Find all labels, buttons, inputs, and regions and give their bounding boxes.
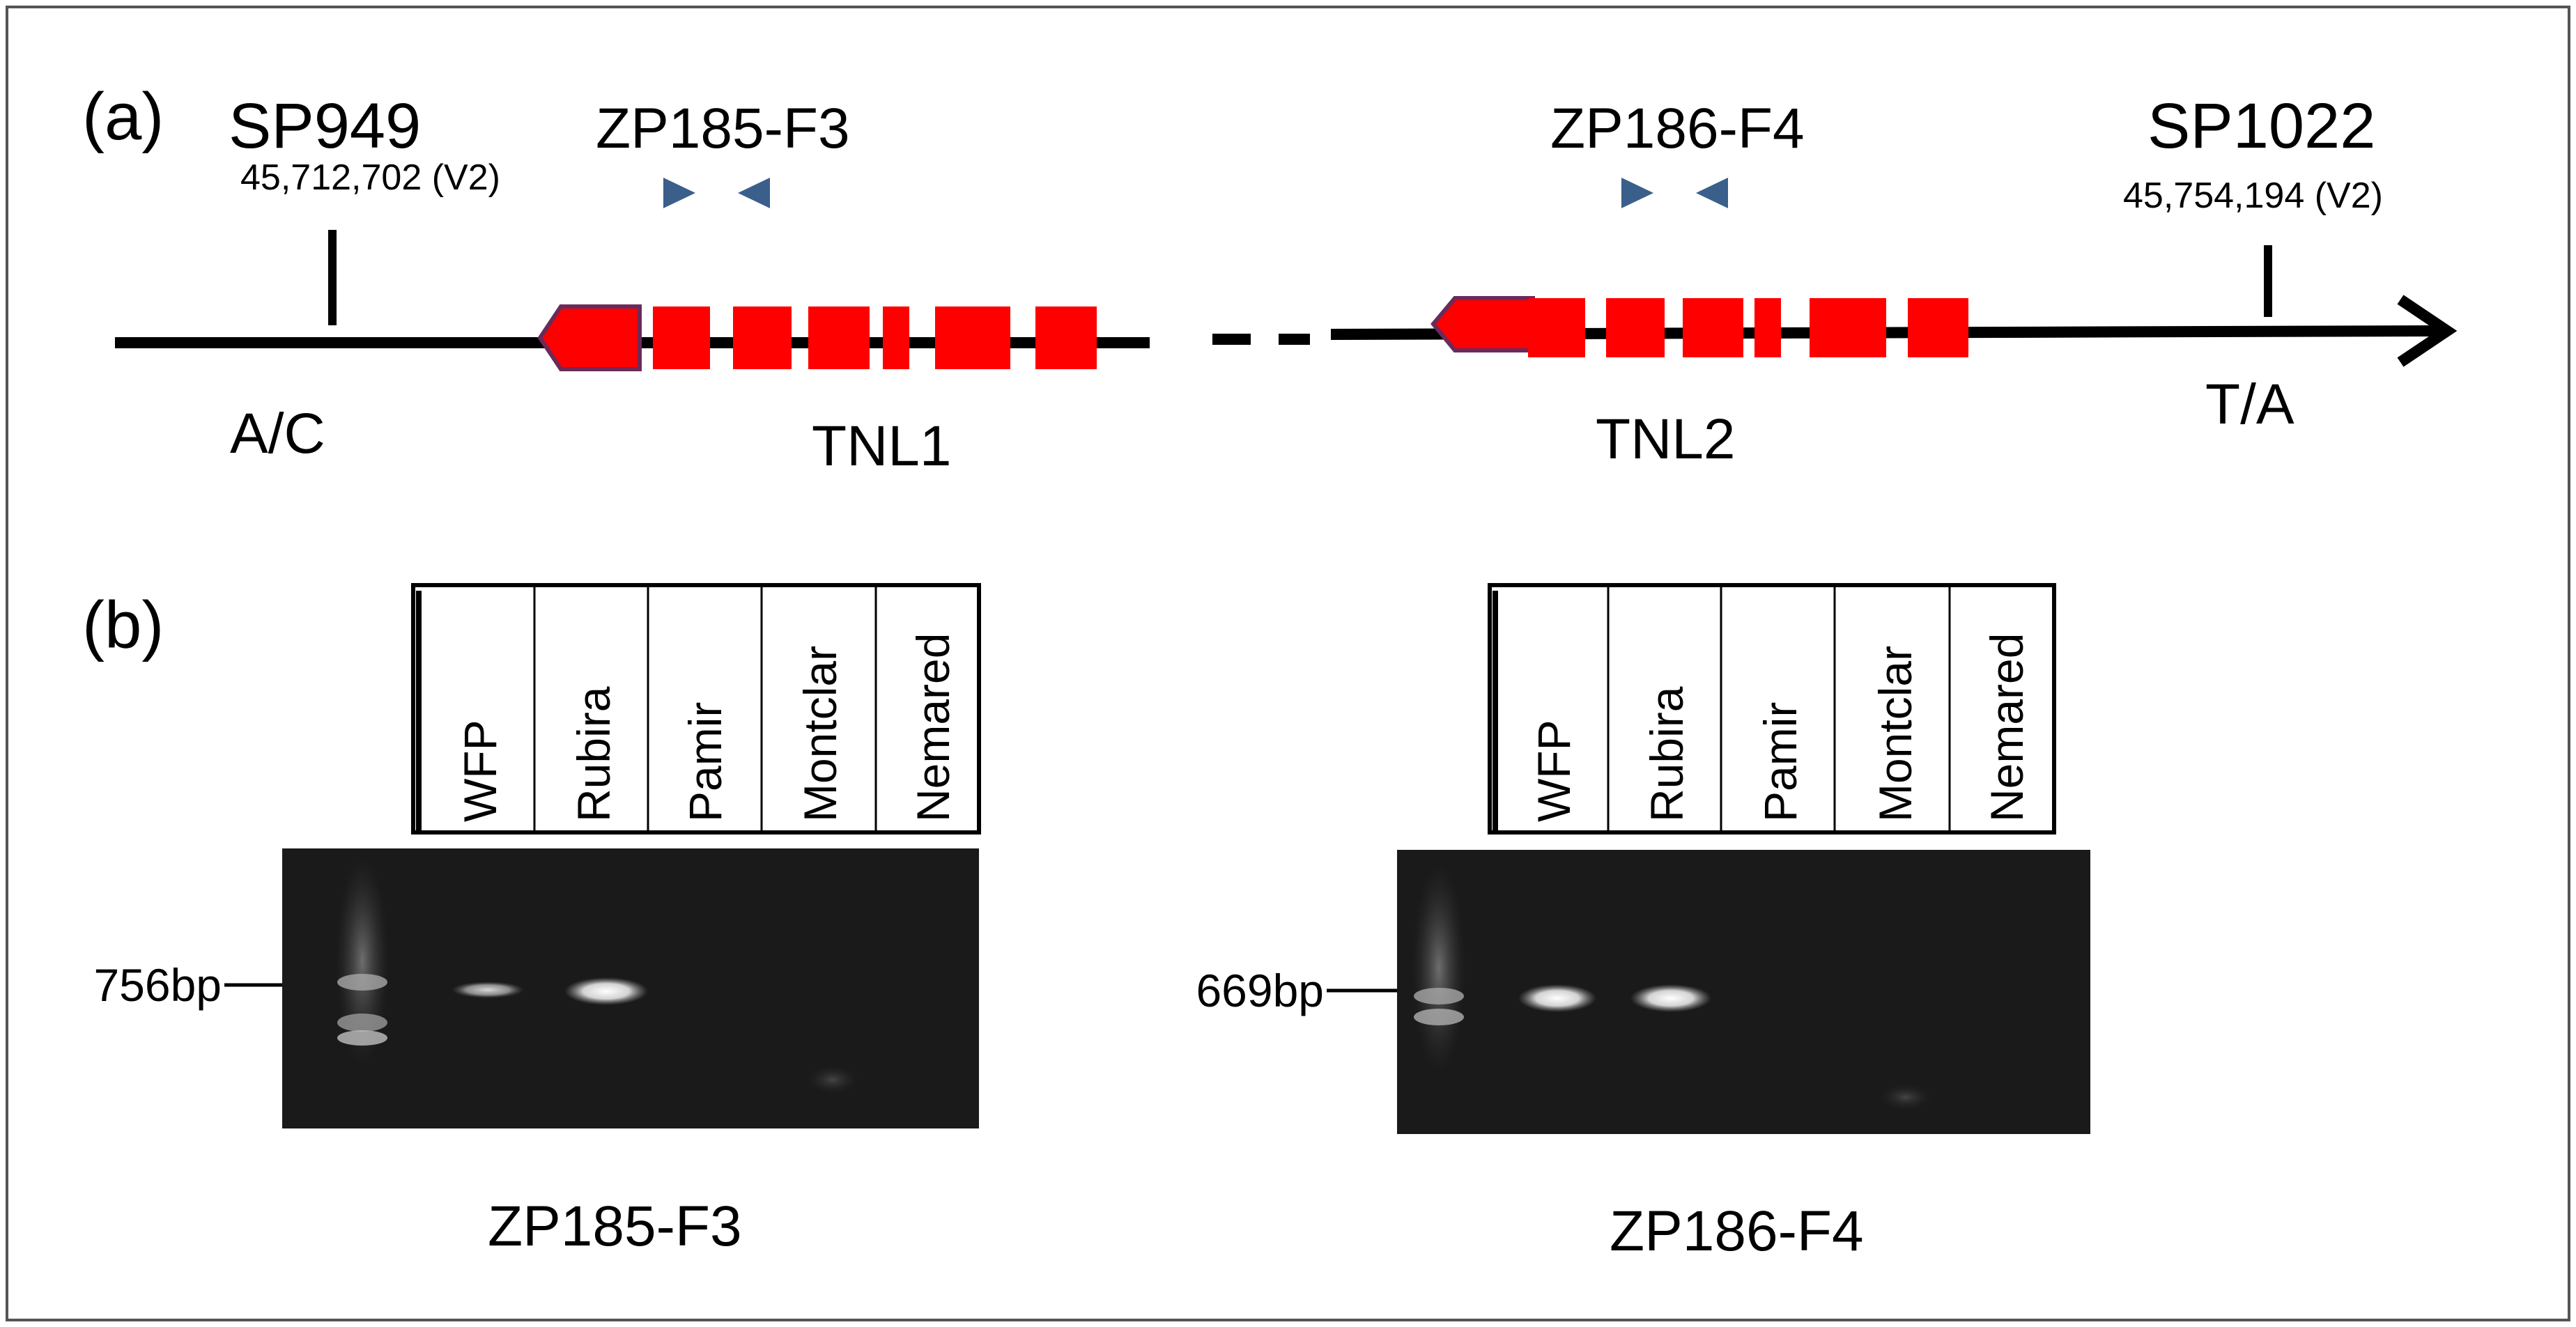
pcr-band [452, 981, 524, 998]
marker-sp1022-allele: T/A [2205, 373, 2295, 436]
marker-sp1022-position: 45,754,194 (V2) [2123, 176, 2383, 216]
exon [733, 306, 792, 369]
exon [1683, 298, 1743, 357]
pcr-band [1630, 984, 1711, 1012]
marker-sp1022-name: SP1022 [2147, 91, 2375, 162]
pcr-band [1518, 984, 1596, 1012]
exon [1606, 298, 1665, 357]
gel-smear [1878, 1083, 1934, 1111]
ladder-band [1414, 1009, 1464, 1025]
lane-header-box [411, 583, 981, 835]
gel-2: WFP Rubira Pamir Montclar Nemared 669bp … [1196, 583, 2090, 1263]
lane-label: Pamir [679, 702, 731, 822]
primer-forward-arrow-icon [1621, 178, 1653, 208]
marker-sp949-name: SP949 [229, 91, 421, 162]
lane-label: WFP [1528, 720, 1580, 822]
ladder-lane [336, 857, 389, 1066]
gene-tnl2: TNL2 [1430, 296, 1968, 471]
gene-tnl1: TNL1 [537, 304, 1097, 478]
lane-label: Pamir [1754, 702, 1806, 822]
exon [1035, 306, 1097, 369]
gel-1: WFP Rubira Pamir Montclar Nemared 756bp … [93, 583, 981, 1258]
exon [1908, 298, 1968, 357]
gene-start-pentagon [1430, 296, 1535, 352]
marker-sp949-position: 45,712,702 (V2) [240, 157, 500, 198]
exon [1754, 298, 1781, 357]
ladder-band [337, 1014, 387, 1032]
primer-zp186-label: ZP186-F4 [1550, 97, 1805, 160]
band-size-label: 669bp [1196, 965, 1324, 1016]
ladder-band [337, 1030, 387, 1046]
exon [653, 306, 710, 369]
primer-reverse-arrow-icon [738, 178, 770, 208]
ladder-lane [1412, 864, 1465, 1073]
marker-sp949-allele: A/C [230, 402, 325, 465]
ladder-band [337, 974, 387, 991]
primer-reverse-arrow-icon [1696, 178, 1728, 208]
band-size-label: 756bp [93, 959, 222, 1011]
ladder-band [1414, 988, 1464, 1004]
gel-smear [805, 1064, 861, 1095]
gene-tnl2-label: TNL2 [1596, 408, 1736, 471]
lane-header-box [1488, 583, 2056, 835]
panel-b-label: (b) [82, 588, 164, 662]
gene-start-pentagon [537, 304, 642, 371]
exon [1528, 298, 1585, 357]
panel-a-label: (a) [82, 79, 164, 154]
exon [883, 306, 909, 369]
exon [808, 306, 870, 369]
lane-label: Rubira [1641, 686, 1692, 822]
gel-image [1397, 850, 2090, 1134]
primer-zp185-label: ZP185-F3 [596, 97, 850, 160]
exon [1810, 298, 1886, 357]
gene-tnl1-label: TNL1 [812, 414, 952, 478]
arrow-head-icon [2397, 295, 2458, 367]
lane-label: Montclar [1869, 646, 1921, 822]
gel-title: ZP186-F4 [1610, 1200, 1864, 1263]
gel-title: ZP185-F3 [488, 1195, 742, 1258]
lane-label: Nemared [907, 633, 959, 822]
lane-label: WFP [454, 720, 506, 822]
lane-label: Montclar [794, 646, 846, 822]
panel-a: (a) SP949 45,712,702 (V2) A/C SP1022 45,… [82, 79, 2458, 478]
primer-forward-arrow-icon [663, 178, 695, 208]
lane-label: Rubira [568, 686, 619, 822]
pcr-band [564, 977, 648, 1005]
panel-b: (b) WFP Rubira Pamir Montclar Nemared 75… [82, 583, 2090, 1263]
exon [935, 306, 1010, 369]
lane-label: Nemared [1981, 633, 2033, 822]
